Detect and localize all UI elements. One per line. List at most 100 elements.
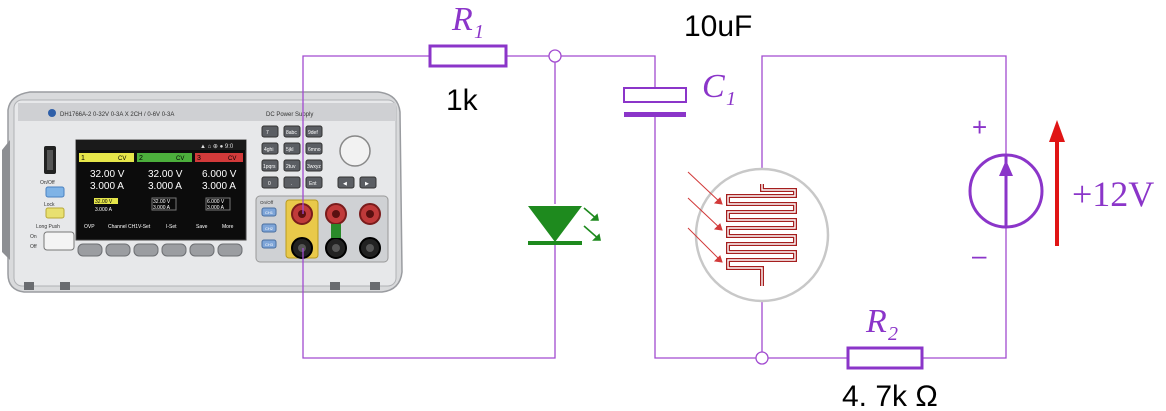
terminal-label-ch1: CH1 bbox=[265, 210, 274, 215]
capacitor-c1-subscript: 1 bbox=[726, 88, 736, 110]
status-icons: ▲ ⌂ ⊕ ● 9:0 bbox=[200, 144, 234, 150]
channel-2-current: 3.000 A bbox=[148, 181, 182, 192]
key-6-label: 6mno bbox=[308, 147, 321, 153]
side-label-lock: Lock bbox=[44, 202, 55, 208]
channel-1-number: 1 bbox=[81, 155, 85, 162]
key-4-label: 4ghi bbox=[264, 147, 273, 153]
resistor-r2-subscript: 2 bbox=[888, 323, 898, 345]
resistor-r1: R 1 1k bbox=[428, 1, 508, 117]
softkey-5[interactable] bbox=[189, 243, 215, 257]
left-arrow-icon: ◀ bbox=[343, 181, 347, 187]
channel-3-number: 3 bbox=[197, 155, 201, 162]
capacitor-c1-label: C bbox=[702, 68, 725, 105]
channel-1-voltage: 32.00 V bbox=[90, 169, 125, 180]
key-0-label: 0 bbox=[268, 181, 271, 187]
junction-node-top bbox=[548, 49, 562, 63]
softkey-label-save: Save bbox=[196, 224, 208, 230]
softkey-label-vset: V-Set bbox=[138, 224, 151, 230]
power-supply-instrument: DH1766A-2 0-32V 0-3A X 2CH / 0-6V 0-3A D… bbox=[2, 91, 403, 293]
wire-r2-source-ldr bbox=[761, 55, 1007, 359]
led-cathode-bar bbox=[528, 241, 582, 245]
led-emission-arrows-icon bbox=[583, 207, 601, 241]
power-switch[interactable] bbox=[43, 231, 75, 251]
voltage-source-minus: – bbox=[972, 240, 987, 270]
channel-2-mode: CV bbox=[176, 156, 184, 162]
key-1[interactable] bbox=[261, 159, 279, 172]
softkey-3[interactable] bbox=[133, 243, 159, 257]
key-ent[interactable] bbox=[305, 176, 323, 189]
key-7-label: 7 bbox=[266, 130, 269, 136]
channel-3-mode: CV bbox=[228, 156, 236, 162]
key-dot-label: . bbox=[291, 181, 292, 187]
resistor-r2: R 2 4. 7k Ω bbox=[842, 303, 938, 411]
instrument-model: DH1766A-2 0-32V 0-3A X 2CH / 0-6V 0-3A bbox=[60, 112, 174, 118]
softkey-label-channel: Channel CH1 bbox=[108, 224, 138, 230]
side-label-on: On bbox=[30, 234, 37, 240]
channel-1-panel: 1 CV 32.00 V 3.000 A 32.00 V 3.000 A bbox=[79, 153, 134, 213]
ch2-ground-terminal[interactable] bbox=[331, 224, 341, 238]
led-diode bbox=[528, 206, 601, 245]
side-label-longpush: Long Push bbox=[36, 224, 60, 230]
softkey-1[interactable] bbox=[77, 243, 103, 257]
key-right[interactable] bbox=[359, 176, 377, 189]
key-5-label: 5jkl bbox=[286, 147, 294, 153]
softkey-label-ovp: OVP bbox=[84, 224, 95, 230]
ch2-output-button[interactable] bbox=[261, 223, 277, 233]
channel-2-set-voltage: 32.00 V bbox=[153, 199, 171, 205]
key-ent-label: Ent bbox=[309, 181, 317, 187]
resistor-r1-value: 1k bbox=[446, 84, 479, 117]
voltage-source: + – +12V bbox=[968, 112, 1154, 270]
resistor-r1-label: R bbox=[451, 1, 473, 38]
photoresistor-ldr bbox=[687, 167, 830, 303]
key-2[interactable] bbox=[283, 159, 301, 172]
resistor-r2-body bbox=[846, 346, 924, 370]
wire-node-to-c1 bbox=[555, 55, 656, 88]
key-9[interactable] bbox=[305, 125, 323, 138]
softkey-6[interactable] bbox=[217, 243, 243, 257]
instrument-title: DC Power Supply bbox=[266, 112, 313, 118]
key-left[interactable] bbox=[337, 176, 355, 189]
ch1-output-button[interactable] bbox=[261, 207, 277, 217]
key-3[interactable] bbox=[305, 159, 323, 172]
key-dot[interactable] bbox=[283, 176, 301, 189]
onoff-button[interactable] bbox=[45, 186, 65, 198]
softkey-2[interactable] bbox=[105, 243, 131, 257]
channel-2-panel: 2 CV 32.00 V 3.000 A 32.00 V 3.000 A bbox=[137, 153, 192, 211]
rotary-knob[interactable] bbox=[339, 135, 371, 167]
capacitor-c1-value: 10uF bbox=[684, 10, 752, 43]
terminal-label-onoff: On/Off bbox=[260, 200, 274, 205]
softkey-4[interactable] bbox=[161, 243, 187, 257]
wire-supply-to-r1 bbox=[302, 55, 430, 214]
ch3-output-button[interactable] bbox=[261, 239, 277, 249]
key-8[interactable] bbox=[283, 125, 301, 138]
channel-3-current: 3.000 A bbox=[202, 181, 236, 192]
channel-3-voltage: 6.000 V bbox=[202, 169, 237, 180]
key-6[interactable] bbox=[305, 142, 323, 155]
channel-3-set-voltage: 6.000 V bbox=[207, 199, 225, 205]
channel-2-voltage: 32.00 V bbox=[148, 169, 183, 180]
lock-button[interactable] bbox=[45, 207, 65, 219]
resistor-r2-value: 4. 7k Ω bbox=[842, 380, 938, 411]
voltage-source-arrow-icon bbox=[999, 160, 1013, 176]
capacitor-c1-positive-plate bbox=[623, 87, 687, 103]
resistor-r1-subscript: 1 bbox=[474, 21, 484, 43]
voltage-source-value: +12V bbox=[1072, 174, 1154, 214]
channel-3-set-current: 3.000 A bbox=[207, 205, 225, 211]
key-8-label: 8abc bbox=[286, 130, 297, 136]
key-7[interactable] bbox=[261, 125, 279, 138]
circuit-wires bbox=[302, 55, 1007, 359]
softkey-label-iset: I-Set bbox=[166, 224, 177, 230]
channel-1-set-voltage: 32.00 V bbox=[95, 199, 113, 205]
channel-2-set-current: 3.000 A bbox=[153, 205, 171, 211]
terminal-label-ch2: CH2 bbox=[265, 226, 274, 231]
key-1-label: 1pqrs bbox=[263, 164, 276, 170]
key-5[interactable] bbox=[283, 142, 301, 155]
key-4[interactable] bbox=[261, 142, 279, 155]
right-arrow-icon: ▶ bbox=[365, 181, 369, 187]
key-0[interactable] bbox=[261, 176, 279, 189]
key-3-label: 3wxyz bbox=[307, 164, 321, 170]
key-2-label: 2tuv bbox=[286, 164, 296, 170]
junction-node-bottom bbox=[755, 351, 769, 365]
resistor-r1-body bbox=[428, 44, 508, 68]
